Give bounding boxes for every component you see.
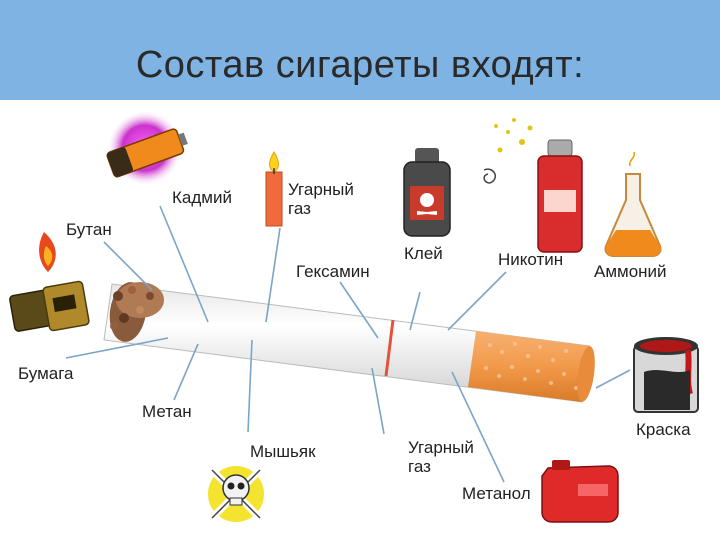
fuel-can-icon: [541, 460, 619, 523]
header-bar: [0, 0, 720, 100]
filter-end: [577, 346, 595, 402]
paint-can-icon: [633, 337, 699, 413]
leader-lines: [65, 205, 631, 483]
lighter-icon: [9, 232, 90, 332]
skull-icon: [208, 466, 264, 522]
flask-icon: [604, 151, 662, 257]
spray-can-icon: [483, 118, 583, 253]
cigarette: [103, 282, 595, 403]
label-cadmium: Кадмий: [172, 188, 232, 207]
candle-icon: [265, 151, 283, 227]
label-ammonia: Аммоний: [594, 262, 667, 281]
cigarette-filter: [468, 331, 590, 402]
label-carbon-monoxide-top: Угарный газ: [288, 180, 354, 218]
battery-icon: [106, 110, 188, 186]
label-carbon-monoxide-bottom: Угарный газ: [408, 438, 474, 476]
label-nicotine: Никотин: [498, 250, 564, 269]
label-glue: Клей: [404, 244, 443, 263]
page-title: Состав сигареты входят:: [135, 44, 585, 86]
cigarette-ring: [384, 319, 395, 377]
label-paper: Бумага: [18, 364, 74, 383]
label-methanol: Метанол: [462, 484, 531, 503]
label-paint: Краска: [636, 420, 691, 439]
glue-bottle-icon: [403, 148, 451, 237]
label-methane: Метан: [142, 402, 192, 421]
label-butane: Бутан: [66, 220, 112, 239]
label-hexamine: Гексамин: [296, 262, 370, 281]
burning-tip: [109, 282, 164, 342]
label-arsenic: Мышьяк: [250, 442, 316, 461]
filter-dots: [484, 342, 578, 390]
